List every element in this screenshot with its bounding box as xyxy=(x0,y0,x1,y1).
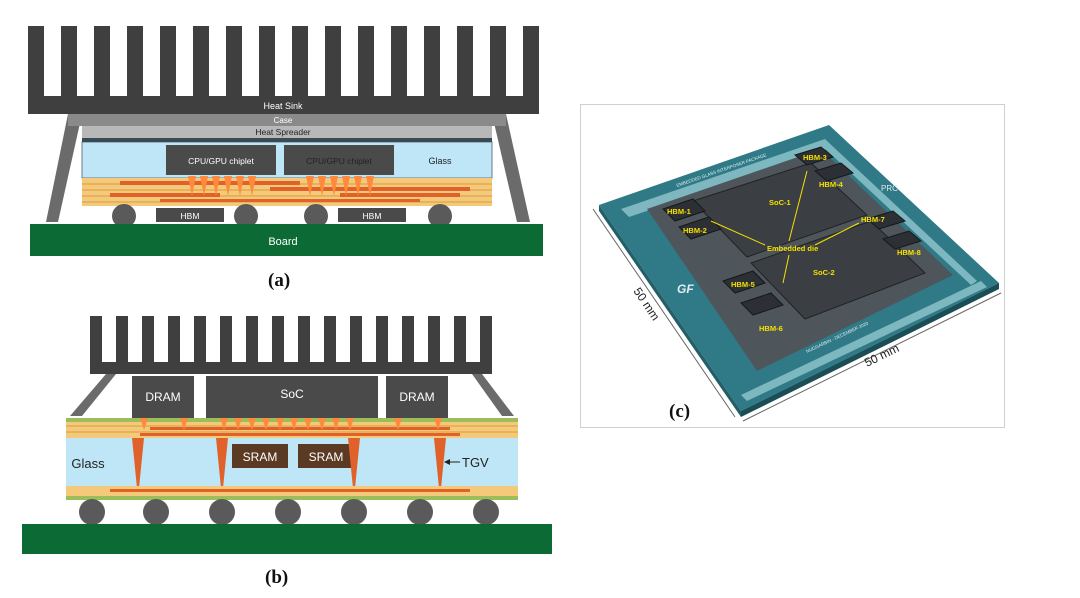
embedded-die-label: Embedded die xyxy=(767,244,818,253)
hbm-left-label: HBM xyxy=(181,211,200,221)
heat-spreader xyxy=(82,126,492,138)
hbm-right-label: HBM xyxy=(363,211,382,221)
pad-array xyxy=(621,139,987,401)
heat-sink xyxy=(90,362,492,374)
hbm-5-label: HBM-5 xyxy=(731,280,755,289)
panel-a: Heat Sink Case Heat Spreader Glass CPU/G… xyxy=(20,14,555,264)
dimension-line-left xyxy=(592,208,736,418)
panel-c-photo: SoC-1 SoC-2 Embedded die HBM-1 HBM-2 HBM… xyxy=(592,125,1002,422)
sram-right-label: SRAM xyxy=(309,450,344,464)
gf-logo: GF xyxy=(677,282,694,296)
chiplet-left xyxy=(166,145,276,175)
dimension-line-bottom xyxy=(742,292,1002,422)
solder-balls xyxy=(79,499,499,525)
hbm-7-label: HBM-7 xyxy=(861,215,885,224)
chiplet-left-label: CPU/GPU chiplet xyxy=(188,156,254,166)
micro-bumps xyxy=(140,418,442,430)
case-leg-right xyxy=(472,374,514,416)
hbm-6-label: HBM-6 xyxy=(759,324,783,333)
heat-sink-fins xyxy=(90,316,492,364)
case-leg-left xyxy=(70,374,116,416)
hbm-1-label: HBM-1 xyxy=(667,207,691,216)
heat-sink-label: Heat Sink xyxy=(263,101,303,111)
dram-right-label: DRAM xyxy=(399,390,434,404)
prc-label: PRC xyxy=(881,184,898,193)
case xyxy=(68,114,506,126)
soc-1-label: SoC-1 xyxy=(769,198,791,207)
soc-2-die xyxy=(750,220,926,320)
hbm-dies xyxy=(662,146,923,316)
hbm-3-label: HBM-3 xyxy=(803,153,827,162)
caption-b: (b) xyxy=(265,567,289,588)
chiplet-right-label: CPU/GPU chiplet xyxy=(306,156,372,166)
dram-left xyxy=(132,376,194,418)
case-label: Case xyxy=(274,116,293,125)
heat-sink-fins xyxy=(28,26,539,98)
solder-balls xyxy=(112,204,452,228)
hbm-8-label: HBM-8 xyxy=(897,248,921,257)
glass-label: Glass xyxy=(71,456,105,471)
panel-a-diagram: Heat Sink Case Heat Spreader Glass CPU/G… xyxy=(28,26,543,256)
board xyxy=(22,524,552,554)
soc-2-label: SoC-2 xyxy=(813,268,835,277)
sram-right xyxy=(298,444,354,468)
heat-spreader-label: Heat Spreader xyxy=(255,127,310,137)
micro-bumps xyxy=(188,176,374,196)
soc-1-die xyxy=(692,162,868,258)
glass-label: Glass xyxy=(428,156,452,166)
panel-b: DRAM SoC DRAM Glass SRAM SRAM TGV xyxy=(20,312,555,562)
hbm-right xyxy=(338,208,406,222)
caption-a: (a) xyxy=(268,270,291,291)
case-leg-left xyxy=(46,114,82,222)
soc-label: SoC xyxy=(280,387,304,401)
hbm-4-label: HBM-4 xyxy=(819,180,844,189)
top-routing xyxy=(140,427,460,436)
heat-sink xyxy=(28,96,539,114)
embedded-die-arrows xyxy=(710,170,860,284)
chiplet-right xyxy=(284,145,394,175)
tgv-label: TGV xyxy=(462,455,489,470)
board-label: Board xyxy=(268,236,297,248)
soc-die xyxy=(206,376,378,418)
dram-right xyxy=(386,376,448,418)
panel-b-diagram: DRAM SoC DRAM Glass SRAM SRAM TGV xyxy=(22,316,552,554)
caption-c: (c) xyxy=(669,401,691,422)
hbm-left xyxy=(156,208,224,222)
sram-left xyxy=(232,444,288,468)
dram-left-label: DRAM xyxy=(145,390,180,404)
panel-c: SoC-1 SoC-2 Embedded die HBM-1 HBM-2 HBM… xyxy=(580,104,1005,428)
tgv-vias xyxy=(132,438,446,488)
hbm-2-label: HBM-2 xyxy=(683,226,707,235)
board xyxy=(30,224,543,256)
sram-left-label: SRAM xyxy=(243,450,278,464)
case-leg-right xyxy=(492,114,530,222)
